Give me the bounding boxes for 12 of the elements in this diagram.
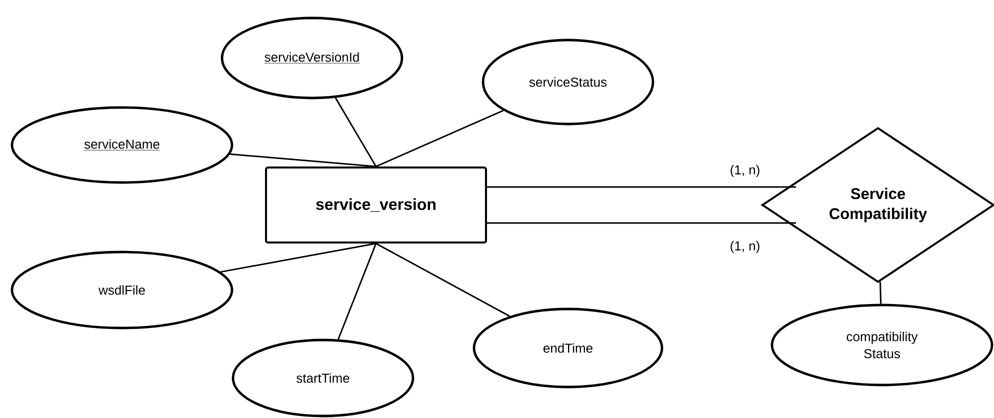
connector-line — [879, 282, 882, 304]
connector-line — [487, 186, 796, 188]
connector-line — [376, 110, 504, 168]
cardinality-label: (1, n) — [728, 164, 762, 178]
connector-line — [338, 243, 377, 340]
connector-line — [376, 242, 510, 317]
connector-line — [230, 153, 376, 168]
entity-box: service_version — [265, 166, 487, 244]
connector-line — [220, 242, 376, 273]
cardinality-label: (1, n) — [728, 240, 762, 254]
connector-line — [334, 97, 377, 167]
connector-line — [487, 222, 796, 224]
